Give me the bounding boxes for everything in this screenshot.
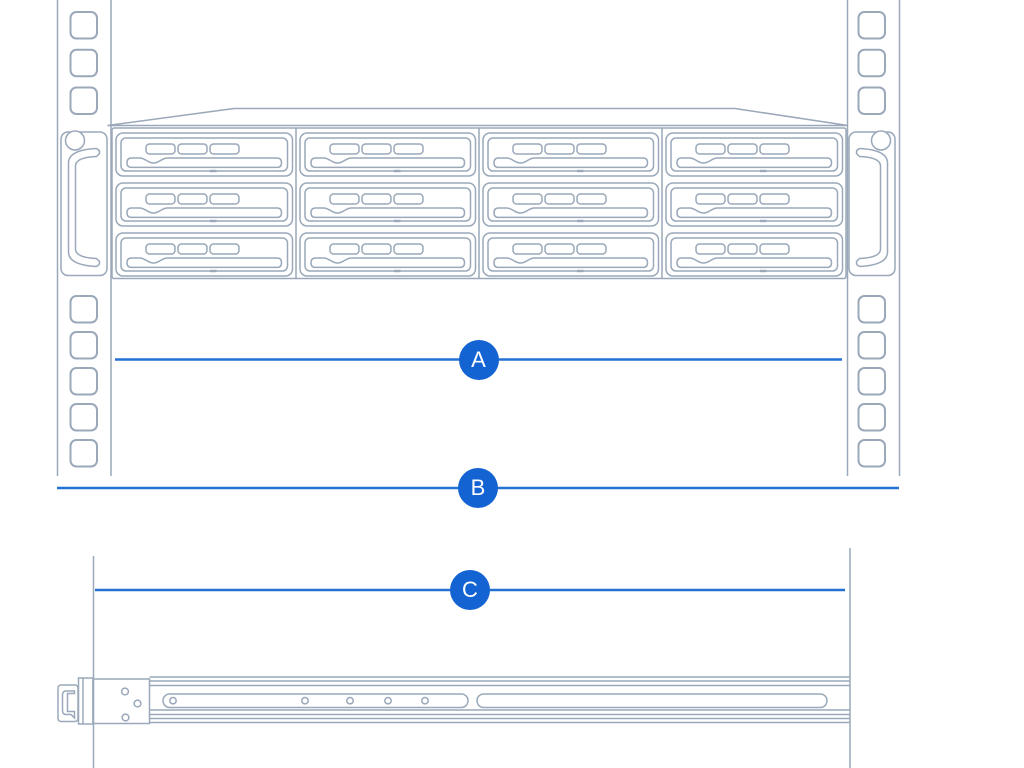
right-mounting-ear bbox=[848, 130, 896, 277]
rail-body bbox=[149, 676, 850, 724]
dimension-letter-c: C bbox=[462, 577, 478, 602]
rail-slot-holes bbox=[169, 696, 429, 705]
rail-front-clip-hook bbox=[61, 690, 76, 720]
drive-tray bbox=[482, 232, 660, 277]
drive-tray bbox=[665, 132, 844, 177]
drive-tray bbox=[115, 182, 294, 227]
enclosure-top-panel bbox=[107, 107, 849, 127]
dimension-callout-b: B bbox=[458, 468, 498, 508]
rack-right-post bbox=[846, 0, 901, 476]
drive-tray bbox=[482, 182, 660, 227]
rail-slot-1 bbox=[162, 693, 469, 709]
dimension-letter-a: A bbox=[471, 346, 486, 372]
drive-tray bbox=[665, 232, 844, 277]
rack-right-post-holes bbox=[857, 11, 886, 468]
drive-tray bbox=[299, 182, 477, 227]
drive-bays bbox=[115, 132, 844, 277]
rack-left-post-holes bbox=[69, 11, 98, 468]
rail-front-bracket bbox=[77, 677, 94, 725]
drive-tray bbox=[482, 132, 660, 177]
bay-column-dividers bbox=[295, 128, 663, 279]
rail-slot-2 bbox=[476, 693, 828, 709]
dimension-callout-c: C bbox=[450, 570, 490, 610]
drive-tray bbox=[115, 232, 294, 277]
dimension-extension-lines bbox=[92, 548, 851, 768]
left-mounting-ear bbox=[60, 130, 108, 277]
rail bbox=[57, 676, 850, 725]
drive-tray bbox=[115, 132, 294, 177]
rail-plate-holes bbox=[120, 687, 142, 722]
dimension-letter-b: B bbox=[470, 475, 486, 500]
rack-left-post bbox=[56, 0, 112, 476]
drive-tray bbox=[299, 232, 477, 277]
drive-tray bbox=[665, 182, 844, 227]
ear-thumbscrew-icon bbox=[64, 130, 86, 151]
enclosure bbox=[60, 107, 896, 280]
rail-mounting-plate bbox=[92, 678, 151, 725]
dimension-callout-a: A bbox=[458, 339, 499, 380]
drive-tray bbox=[299, 132, 477, 177]
